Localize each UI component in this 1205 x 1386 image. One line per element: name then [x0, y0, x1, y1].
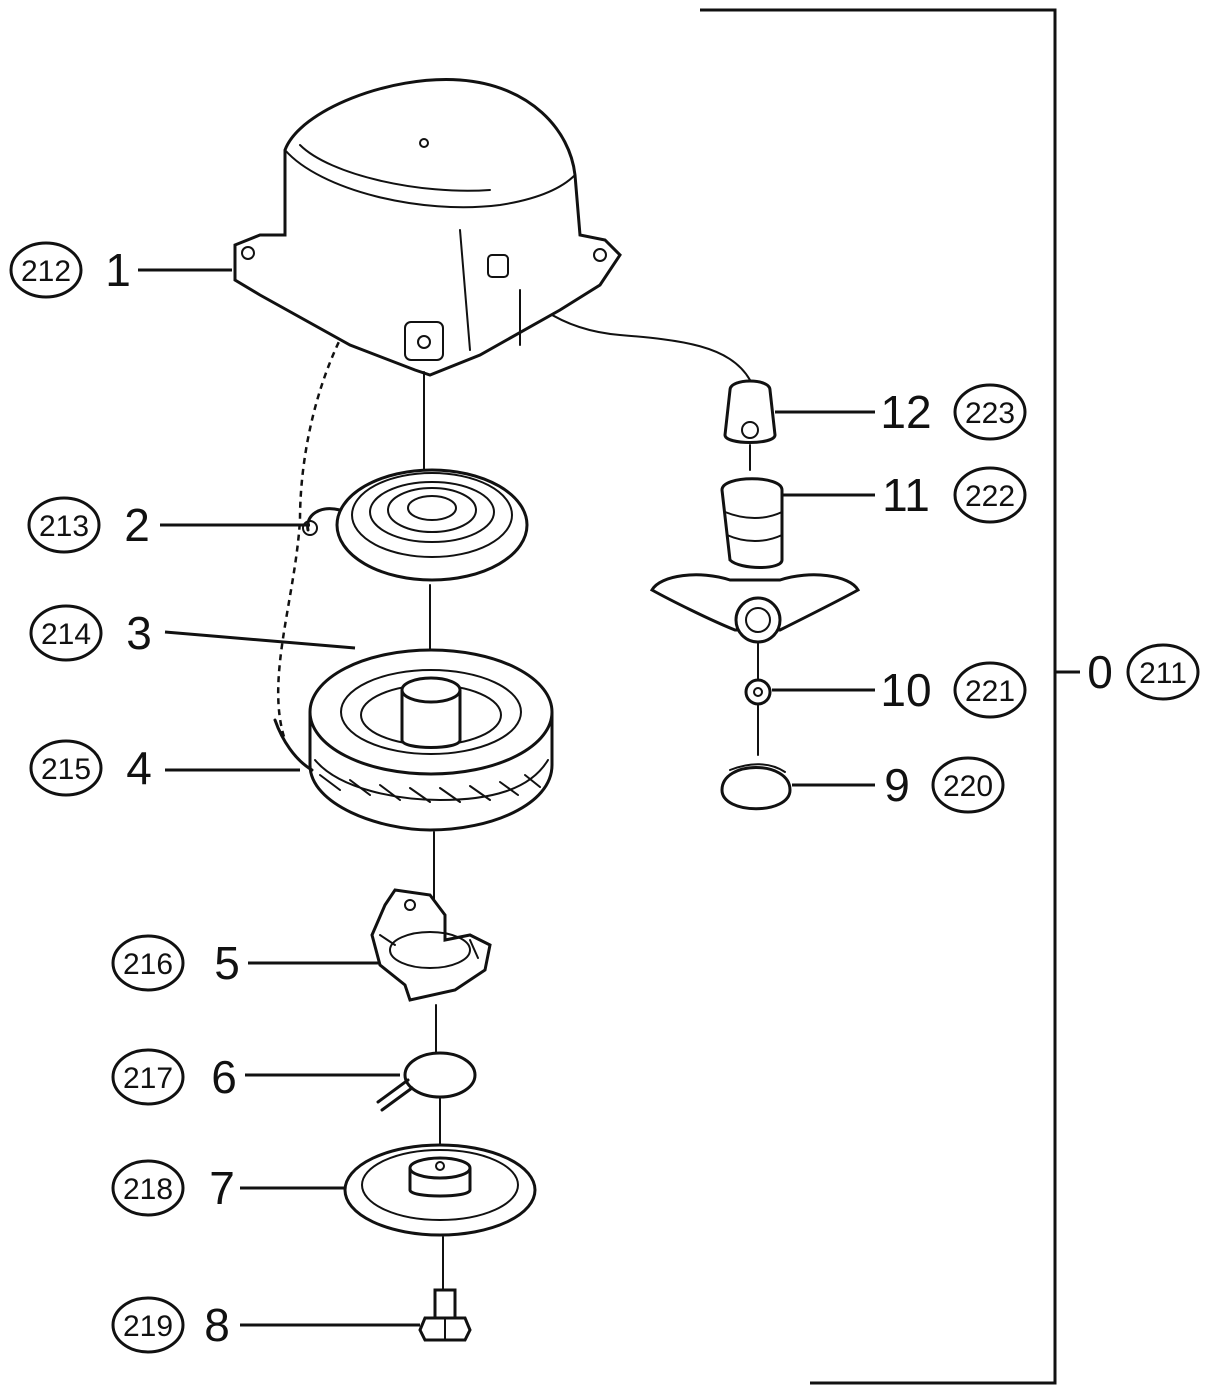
ref-number: 219	[123, 1310, 173, 1343]
handle-grip	[649, 477, 861, 644]
washer	[744, 678, 772, 706]
ref-number: 212	[21, 255, 71, 288]
starter-housing	[233, 78, 622, 377]
part-number: 1	[105, 244, 131, 296]
ref-number: 222	[965, 480, 1015, 513]
rope-reel	[273, 648, 554, 832]
ref-number: 215	[41, 753, 91, 786]
ref-number: 217	[123, 1062, 173, 1095]
ref-number: 213	[39, 510, 89, 543]
callout-2: 213 2	[27, 496, 150, 554]
part-number: 11	[882, 469, 930, 521]
part-number: 5	[214, 937, 240, 989]
part-number: 9	[884, 759, 910, 811]
callout-12: 12 223	[880, 383, 1027, 441]
callout-6: 217 6	[111, 1048, 237, 1106]
bolt	[418, 1288, 472, 1342]
ref-number: 220	[943, 770, 993, 803]
ref-number: 216	[123, 948, 173, 981]
callout-5: 216 5	[111, 934, 240, 992]
cover-disc	[343, 1143, 537, 1237]
callout-7: 218 7	[111, 1159, 235, 1217]
ref-number: 211	[1139, 657, 1187, 690]
cord-connector	[723, 379, 777, 444]
callout-10: 10 221	[880, 661, 1027, 719]
callout-3: 214 3	[29, 604, 152, 662]
part-number: 7	[209, 1162, 235, 1214]
part-number: 10	[880, 664, 931, 716]
handle-cap	[720, 763, 792, 811]
callout-1: 212 1	[9, 241, 131, 299]
spiral-spring	[302, 468, 529, 582]
ref-number: 223	[965, 397, 1015, 430]
part-number: 0	[1087, 646, 1113, 698]
part-number: 12	[880, 386, 931, 438]
leader-lines	[138, 268, 875, 1327]
ratchet	[370, 888, 492, 1002]
part-number: 8	[204, 1299, 230, 1351]
callout-8: 219 8	[111, 1296, 230, 1354]
callout-11: 11 222	[882, 466, 1027, 524]
ref-number: 218	[123, 1173, 173, 1206]
assembly-bracket	[700, 8, 1080, 1385]
clip-spring	[376, 1051, 477, 1112]
callout-9: 9 220	[884, 756, 1005, 814]
part-number: 6	[211, 1051, 237, 1103]
callout-assembly: 0 211	[1087, 643, 1200, 701]
part-number: 4	[126, 742, 152, 794]
ref-number: 221	[965, 675, 1015, 708]
part-number: 2	[124, 499, 150, 551]
ref-number: 214	[41, 618, 91, 651]
part-number: 3	[126, 607, 152, 659]
callout-4: 215 4	[29, 739, 152, 797]
